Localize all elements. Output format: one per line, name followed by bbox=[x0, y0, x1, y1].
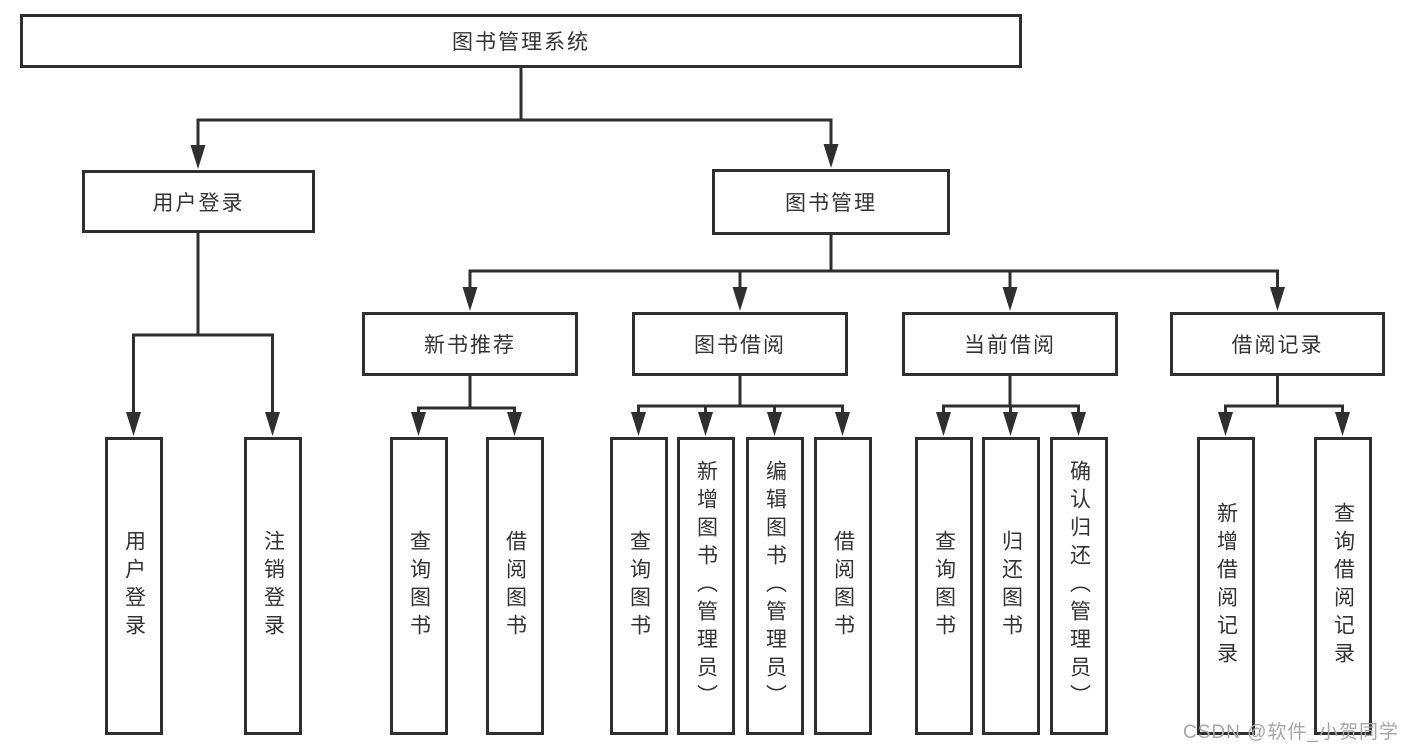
arrow-down-icon bbox=[265, 412, 280, 436]
connector-book-borrow-children bbox=[637, 374, 844, 416]
node-label: 新增图书（管理员） bbox=[694, 460, 718, 712]
arrow-down-icon bbox=[698, 412, 713, 436]
leaf-borrow-books-recommend: 借阅图书 bbox=[486, 437, 544, 735]
node-label: 编辑图书（管理员） bbox=[763, 460, 787, 712]
arrow-down-icon bbox=[823, 144, 839, 168]
arrow-down-icon bbox=[936, 412, 951, 436]
arrow-down-icon bbox=[835, 412, 850, 436]
arrow-down-icon bbox=[1003, 412, 1018, 436]
node-label: 查询图书 bbox=[627, 530, 651, 642]
node-label: 新书推荐 bbox=[424, 334, 516, 357]
leaf-user-login: 用户登录 bbox=[105, 437, 163, 735]
node-book-management: 图书管理 bbox=[712, 169, 950, 235]
node-label: 图书管理 bbox=[785, 192, 877, 215]
csdn-watermark: CSDN @软件_小贺同学 bbox=[1183, 722, 1399, 743]
leaf-logout: 注销登录 bbox=[244, 437, 302, 735]
node-label: 注销登录 bbox=[261, 530, 285, 642]
leaf-query-books-borrow: 查询图书 bbox=[610, 437, 668, 735]
node-root-library-system: 图书管理系统 bbox=[20, 14, 1022, 68]
arrow-down-icon bbox=[1270, 287, 1285, 311]
connector-root-to-level2 bbox=[196, 66, 833, 148]
arrow-down-icon bbox=[1071, 412, 1086, 436]
connector-current-borrow-children bbox=[942, 374, 1080, 416]
arrow-down-icon bbox=[411, 412, 426, 436]
arrow-down-icon bbox=[732, 287, 748, 311]
arrow-down-icon bbox=[1335, 412, 1350, 436]
leaf-add-books-admin: 新增图书（管理员） bbox=[677, 437, 735, 735]
arrowheads bbox=[126, 144, 1350, 436]
node-label: 图书管理系统 bbox=[452, 31, 590, 54]
leaf-query-books-current: 查询图书 bbox=[915, 437, 973, 735]
leaf-query-borrow-record: 查询借阅记录 bbox=[1314, 437, 1372, 735]
node-new-book-recommend: 新书推荐 bbox=[362, 312, 578, 376]
leaf-confirm-return-admin: 确认归还（管理员） bbox=[1050, 437, 1108, 735]
arrow-down-icon bbox=[190, 145, 206, 169]
arrow-down-icon bbox=[1002, 287, 1018, 311]
node-user-login: 用户登录 bbox=[82, 170, 315, 233]
leaf-borrow-books: 借阅图书 bbox=[814, 437, 872, 735]
leaf-add-borrow-record: 新增借阅记录 bbox=[1197, 437, 1255, 735]
node-label: 借阅图书 bbox=[831, 530, 855, 642]
arrow-down-icon bbox=[462, 287, 478, 311]
node-label: 新增借阅记录 bbox=[1214, 502, 1238, 670]
arrow-down-icon bbox=[631, 412, 646, 436]
node-label: 借阅图书 bbox=[503, 530, 527, 642]
connector-new-book-children bbox=[417, 374, 516, 416]
leaf-return-books: 归还图书 bbox=[982, 437, 1040, 735]
leaf-query-books-recommend: 查询图书 bbox=[390, 437, 448, 735]
connector-user-login-children bbox=[132, 231, 274, 415]
node-label: 查询图书 bbox=[932, 530, 956, 642]
node-label: 图书借阅 bbox=[694, 334, 786, 357]
leaf-edit-books-admin: 编辑图书（管理员） bbox=[746, 437, 804, 735]
node-label: 查询借阅记录 bbox=[1331, 502, 1355, 670]
node-label: 借阅记录 bbox=[1231, 334, 1324, 357]
node-label: 查询图书 bbox=[407, 530, 431, 642]
node-label: 用户登录 bbox=[122, 530, 146, 642]
arrow-down-icon bbox=[767, 412, 782, 436]
node-current-borrow: 当前借阅 bbox=[902, 312, 1118, 376]
node-borrow-records: 借阅记录 bbox=[1170, 312, 1385, 376]
node-label: 用户登录 bbox=[152, 191, 245, 215]
arrow-down-icon bbox=[126, 412, 141, 436]
arrow-down-icon bbox=[507, 412, 522, 436]
node-label: 归还图书 bbox=[999, 530, 1023, 642]
connector-book-mgmt-modules bbox=[468, 233, 1279, 290]
node-book-borrow: 图书借阅 bbox=[632, 312, 848, 376]
node-label: 当前借阅 bbox=[964, 334, 1056, 357]
connector-borrow-records-children bbox=[1224, 374, 1344, 416]
node-label: 确认归还（管理员） bbox=[1067, 460, 1091, 712]
arrow-down-icon bbox=[1218, 412, 1233, 436]
